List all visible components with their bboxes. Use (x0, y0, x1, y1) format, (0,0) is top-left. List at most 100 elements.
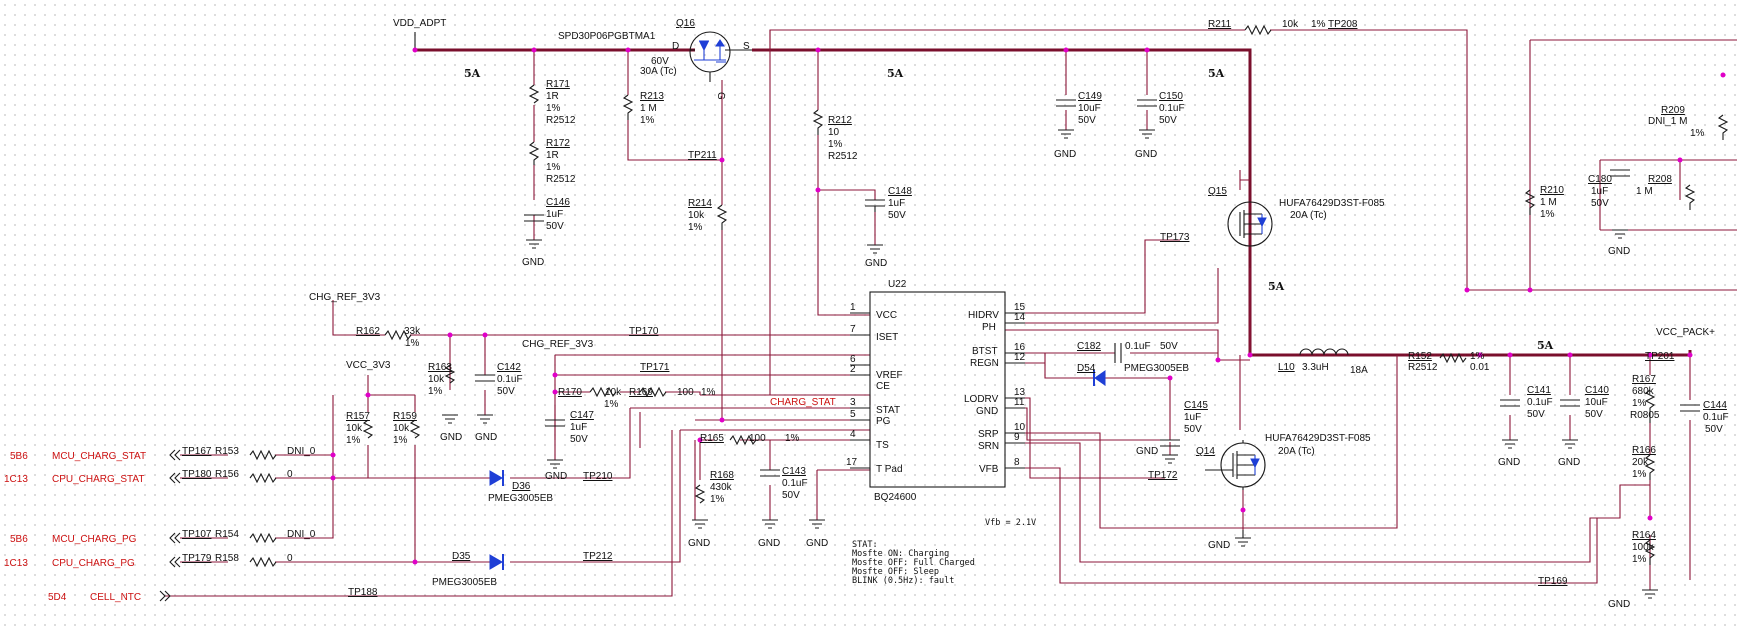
testpoint-tp172[interactable]: TP172 (1148, 470, 1178, 481)
svg-text:R169: R169 (629, 387, 653, 398)
svg-text:50V: 50V (1160, 341, 1178, 352)
svg-text:18A: 18A (1350, 365, 1368, 376)
svg-text:4: 4 (850, 429, 856, 440)
gnd-label: GND (522, 257, 544, 268)
part-r158[interactable]: R158 0 (215, 553, 293, 564)
gnd-label: GND (1498, 457, 1520, 468)
svg-text:PMEG3005EB: PMEG3005EB (1124, 363, 1189, 374)
testpoint-tp169[interactable]: TP169 (1538, 576, 1568, 587)
part-r170[interactable]: R170 10k 1% (558, 387, 622, 410)
svg-text:1uF: 1uF (1591, 186, 1608, 197)
part-r169[interactable]: R169 100 1% (629, 387, 716, 398)
svg-text:50V: 50V (1078, 115, 1096, 126)
testpoint-tp180[interactable]: TP180 (182, 469, 212, 480)
part-c149[interactable]: C149 10uF 50V (1078, 91, 1102, 126)
part-c144[interactable]: C144 0.1uF 50V (1703, 400, 1729, 435)
part-q15[interactable]: Q15 HUFA76429D3ST-F085 20A (Tc) (1208, 186, 1385, 221)
svg-text:PH: PH (982, 322, 996, 333)
part-c147[interactable]: C147 1uF 50V (570, 410, 594, 445)
port-cell-ntc[interactable]: 5D4 CELL_NTC (48, 592, 141, 603)
part-q16[interactable]: Q16 SPD30P06PGBTMA1 D S 60V 30A (Tc) G (558, 18, 750, 100)
port-mcu-charg-pg[interactable]: 5B6 MCU_CHARG_PG (10, 534, 137, 545)
part-r171[interactable]: R171 1R 1% R2512 (546, 79, 576, 126)
part-c141[interactable]: C141 0.1uF 50V (1527, 385, 1553, 420)
part-r213[interactable]: R213 1 M 1% (640, 91, 664, 126)
testpoint-tp170[interactable]: TP170 (629, 326, 659, 337)
resistor-symbol-r164 (1644, 539, 1656, 565)
svg-text:3.3uH: 3.3uH (1302, 362, 1329, 373)
part-r162[interactable]: R162 33k 1% (356, 326, 421, 349)
resistor-symbol-r212 (812, 109, 824, 135)
svg-text:DNI_0: DNI_0 (287, 446, 316, 457)
part-r166[interactable]: R166 20k 1% (1632, 445, 1656, 480)
testpoint-tp188[interactable]: TP188 (348, 587, 378, 598)
svg-text:5B6: 5B6 (10, 534, 28, 545)
svg-text:R167: R167 (1632, 374, 1656, 385)
part-r168[interactable]: R168 430k 1% (710, 470, 734, 505)
testpoint-tp210[interactable]: TP210 (583, 471, 613, 482)
svg-text:10: 10 (1014, 422, 1026, 433)
part-r163[interactable]: R163 10k 1% (428, 362, 452, 397)
ic-u22-body[interactable] (869, 291, 1006, 488)
diode-symbol-d36 (489, 470, 504, 486)
part-d36[interactable]: D36 PMEG3005EB (488, 481, 553, 504)
part-c140[interactable]: C140 10uF 50V (1585, 385, 1609, 420)
port-mcu-charg-stat[interactable]: 5B6 MCU_CHARG_STAT (10, 451, 146, 462)
part-c145[interactable]: C145 1uF 50V (1184, 400, 1208, 435)
part-r209[interactable]: R209 DNI_1 M 1% (1648, 105, 1705, 139)
part-r154[interactable]: R154 DNI_0 (215, 529, 316, 540)
testpoint-tp208[interactable]: TP208 (1328, 19, 1358, 30)
part-c146[interactable]: C146 1uF 50V (546, 197, 570, 232)
svg-text:Mosfte OFF: Sleep: Mosfte OFF: Sleep (852, 567, 939, 577)
part-r214[interactable]: R214 10k 1% (688, 198, 712, 233)
svg-text:50V: 50V (570, 434, 588, 445)
part-d54[interactable]: D54 PMEG3005EB (1077, 363, 1189, 374)
part-c150[interactable]: C150 0.1uF 50V (1159, 91, 1185, 126)
svg-text:7: 7 (850, 324, 856, 335)
part-r156[interactable]: R156 0 (215, 469, 293, 480)
part-r159[interactable]: R159 10k 1% (393, 411, 417, 446)
part-r211[interactable]: R211 10k 1% (1208, 19, 1326, 30)
part-q14[interactable]: Q14 HUFA76429D3ST-F085 20A (Tc) (1196, 433, 1371, 457)
testpoint-tp167[interactable]: TP167 (182, 446, 212, 457)
testpoint-tp171[interactable]: TP171 (640, 362, 670, 373)
part-r164[interactable]: R164 100k 1% (1632, 530, 1656, 565)
part-d35[interactable]: D35 PMEG3005EB (432, 551, 497, 588)
current-label-5: 5A (1537, 339, 1554, 352)
part-r157[interactable]: R157 10k 1% (346, 411, 370, 446)
svg-text:R164: R164 (1632, 530, 1656, 541)
port-cpu-charg-stat[interactable]: 1C13 CPU_CHARG_STAT (4, 474, 144, 485)
part-r153[interactable]: R153 DNI_0 (215, 446, 316, 457)
svg-text:50V: 50V (888, 210, 906, 221)
part-c142[interactable]: C142 0.1uF 50V (497, 362, 523, 397)
svg-text:10k: 10k (393, 423, 410, 434)
svg-text:D35: D35 (452, 551, 471, 562)
part-l10[interactable]: L10 3.3uH 18A (1278, 362, 1368, 376)
part-c182[interactable]: C182 0.1uF 50V (1077, 341, 1178, 352)
part-c148[interactable]: C148 1uF 50V (888, 186, 912, 221)
svg-text:0: 0 (287, 469, 293, 480)
port-cpu-charg-pg[interactable]: 1C13 CPU_CHARG_PG (4, 558, 135, 569)
testpoint-tp211[interactable]: TP211 (688, 150, 717, 161)
testpoint-tp179[interactable]: TP179 (182, 553, 212, 564)
svg-text:CPU_CHARG_STAT: CPU_CHARG_STAT (52, 474, 144, 485)
svg-text:2: 2 (850, 364, 856, 375)
part-c143[interactable]: C143 0.1uF 50V (782, 466, 808, 501)
svg-text:R2512: R2512 (546, 115, 576, 126)
testpoint-tp107[interactable]: TP107 (182, 529, 212, 540)
testpoint-tp201[interactable]: TP201 (1645, 351, 1675, 362)
svg-text:13: 13 (1014, 387, 1026, 398)
part-r165[interactable]: R165 100 1% (700, 433, 800, 444)
part-r212[interactable]: R212 10 1% R2512 (828, 115, 858, 162)
part-r152[interactable]: R152 R2512 1% 0.01 (1408, 351, 1490, 373)
testpoint-tp212[interactable]: TP212 (583, 551, 613, 562)
part-r208[interactable]: R208 1 M (1636, 174, 1672, 197)
ic-u22[interactable] (850, 291, 1025, 488)
part-r210[interactable]: R210 1 M 1% (1540, 185, 1564, 220)
testpoint-tp173[interactable]: TP173 (1160, 232, 1190, 243)
part-r172[interactable]: R172 1R 1% R2512 (546, 138, 576, 185)
svg-text:MCU_CHARG_STAT: MCU_CHARG_STAT (52, 451, 146, 462)
part-c180[interactable]: C180 1uF 50V (1588, 174, 1612, 209)
svg-text:5D4: 5D4 (48, 592, 67, 603)
part-r167[interactable]: R167 680k 1% R0805 (1630, 374, 1660, 421)
